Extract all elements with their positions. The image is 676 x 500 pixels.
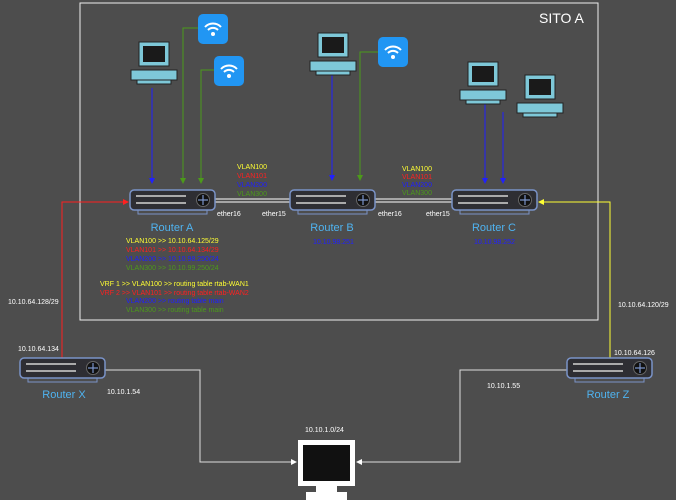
trunk-vlan: VLAN300 (237, 191, 267, 198)
router-z-wan-ip: 10.10.64.126 (614, 350, 655, 357)
router-a-routing: VLAN200 >> routing table main (126, 298, 224, 305)
router-z-label: Router Z (586, 389, 630, 401)
router-a-routing: VRF 1 >> VLAN100 >> routing table rtab-W… (100, 281, 249, 288)
trunk-vlan: VLAN101 (237, 173, 267, 180)
wifi-icon (197, 13, 229, 45)
router-x-label: Router X (42, 389, 86, 401)
trunk-vlan: VLAN100 (237, 164, 267, 171)
router-x-icon (19, 357, 106, 383)
router-x-wan-ip: 10.10.64.134 (18, 346, 59, 353)
pc-icon (516, 74, 564, 118)
router-c-label: Router C (471, 222, 517, 234)
port-label: ether15 (262, 211, 286, 218)
router-c-ip: 10.10.98.252 (474, 239, 515, 246)
router-a-address: VLAN200 >> 10.10.98.250/24 (126, 256, 219, 263)
router-a-icon (129, 189, 216, 215)
port-label: ether16 (378, 211, 402, 218)
trunk-vlan: VLAN300 (402, 190, 432, 197)
router-a-routing: VRF 2 >> VLAN101 >> routing table rtab-W… (100, 290, 249, 297)
site-label: SITO A (539, 10, 584, 26)
pc-icon (130, 41, 178, 85)
wifi-icon (377, 36, 409, 68)
trunk-vlan: VLAN100 (402, 166, 432, 173)
lan-subnet-label: 10.10.1.0/24 (305, 427, 344, 434)
router-c-icon (451, 189, 538, 215)
router-a-address: VLAN101 >> 10.10.64.134/29 (126, 247, 219, 254)
x-subnet-label: 10.10.64.128/29 (8, 299, 59, 306)
pc-icon (309, 32, 357, 76)
z-subnet-label: 10.10.64.120/29 (618, 302, 669, 309)
router-a-label: Router A (150, 222, 194, 234)
pc-icon (459, 61, 507, 105)
port-label: ether15 (426, 211, 450, 218)
router-a-routing: VLAN300 >> routing table main (126, 307, 224, 314)
trunk-vlan: VLAN200 (402, 182, 432, 189)
router-b-ip: 10.10.98.251 (313, 239, 354, 246)
monitor-icon (298, 440, 355, 500)
router-z-icon (566, 357, 653, 383)
router-a-address: VLAN100 >> 10.10.64.125/29 (126, 238, 219, 245)
router-b-label: Router B (310, 222, 354, 234)
router-z-lan-ip: 10.10.1.55 (487, 383, 521, 390)
router-b-icon (289, 189, 376, 215)
site-boundary (79, 2, 599, 321)
router-a-address: VLAN300 >> 10.10.99.250/24 (126, 265, 219, 272)
wifi-icon (213, 55, 245, 87)
trunk-vlan: VLAN200 (237, 182, 267, 189)
trunk-vlan: VLAN101 (402, 174, 432, 181)
router-x-lan-ip: 10.10.1.54 (107, 389, 141, 396)
port-label: ether16 (217, 211, 241, 218)
